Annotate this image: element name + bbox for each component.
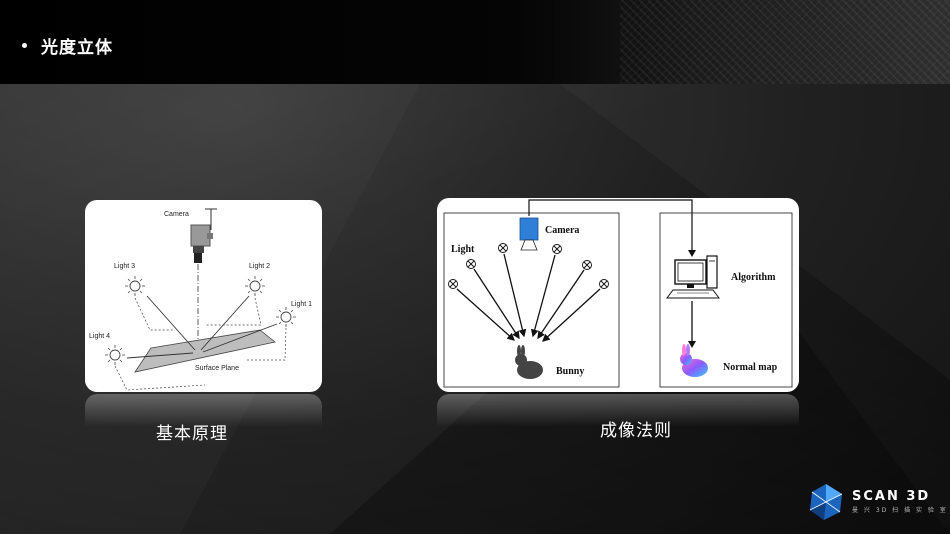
- light-label: Light: [451, 244, 475, 255]
- projection-lines: [114, 297, 287, 391]
- brand-name: SCAN 3D: [852, 489, 931, 504]
- light-4-label: Light 4: [89, 333, 110, 340]
- photometric-principle-figure: Camera Surface Plane Light 3: [85, 200, 322, 392]
- light-source-icon: [582, 260, 592, 270]
- surface-label: Surface Plane: [195, 365, 239, 372]
- slide-header: 光度立体: [0, 0, 950, 84]
- principle-caption: 基本原理: [156, 424, 228, 444]
- light-source-icon: [466, 259, 476, 269]
- computer-icon: [666, 255, 720, 299]
- normal-map-label: Normal map: [723, 362, 778, 373]
- connector-line: [528, 199, 693, 253]
- light-sources: [448, 243, 609, 289]
- bunny-label: Bunny: [556, 366, 584, 377]
- light-1-sun-icon: [276, 307, 296, 327]
- brand-tagline: 曼 兴 3D 扫 描 实 验 室: [852, 507, 948, 514]
- camera-label: Camera: [545, 225, 579, 236]
- light-1-label: Light 1: [291, 301, 312, 308]
- light-2-label: Light 2: [249, 263, 270, 270]
- light-2-sun-icon: [245, 276, 265, 296]
- slide-title: 光度立体: [41, 38, 113, 58]
- imaging-diagram: Camera Light: [443, 199, 793, 388]
- light-3-sun-icon: [125, 276, 145, 296]
- principle-figure-reflection: [85, 394, 322, 454]
- illumination-arrows: [456, 253, 601, 342]
- header-texture: [620, 0, 950, 84]
- processing-box: [659, 212, 793, 388]
- capture-box: [443, 212, 620, 388]
- camera-icon: [190, 224, 213, 263]
- imaging-figure-reflection: [437, 394, 799, 454]
- light-rays: [126, 295, 278, 359]
- light-source-icon: [448, 279, 458, 289]
- connector-arrowhead: [688, 250, 696, 257]
- light-source-icon: [599, 279, 609, 289]
- light-source-icon: [498, 243, 508, 253]
- light-4-sun-icon: [105, 345, 125, 365]
- camera-icon: [519, 217, 539, 251]
- light-3-label: Light 3: [114, 263, 135, 270]
- principle-diagram: Camera Surface Plane Light 3: [89, 208, 312, 391]
- normal-map-bunny-icon: [680, 344, 708, 377]
- imaging-rule-figure: Camera Light: [437, 198, 799, 392]
- bullet-icon: [22, 43, 27, 48]
- bunny-icon: [515, 345, 543, 379]
- brand-logo-icon: [809, 484, 843, 520]
- camera-label: Camera: [164, 211, 189, 218]
- algorithm-label: Algorithm: [731, 272, 776, 283]
- light-source-icon: [552, 244, 562, 254]
- process-arrowhead: [688, 341, 696, 348]
- title-group: 光度立体: [22, 33, 113, 58]
- imaging-caption: 成像法则: [600, 421, 672, 441]
